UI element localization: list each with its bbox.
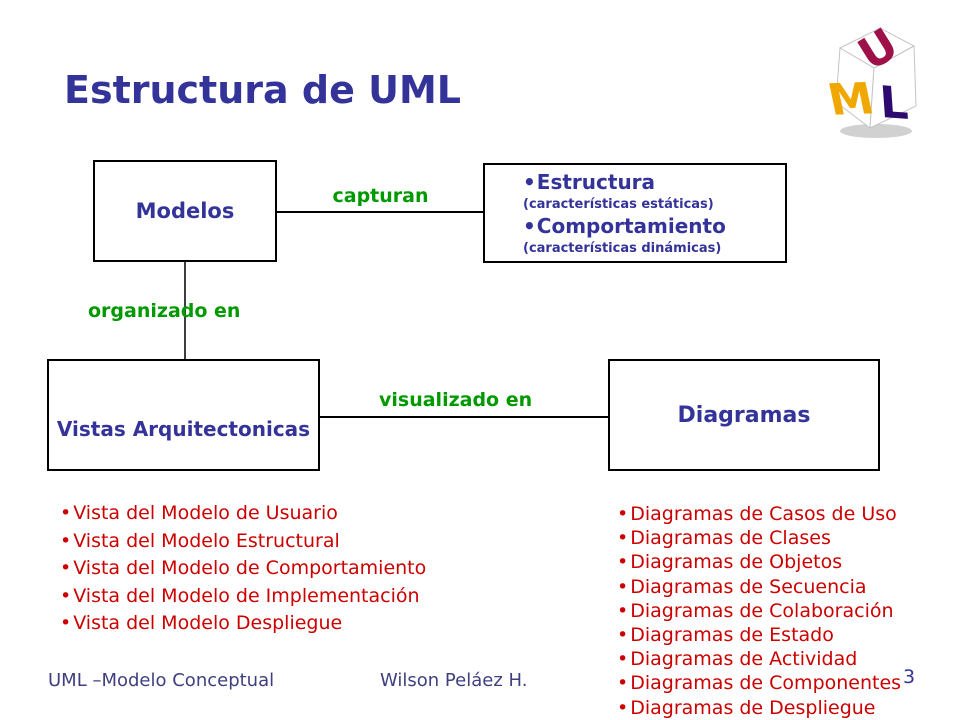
- footer-course-title: UML –Modelo Conceptual: [48, 670, 275, 691]
- list-item: Diagramas de Actividad: [617, 647, 901, 671]
- list-item: Vista del Modelo de Implementación: [60, 583, 426, 611]
- list-item: Diagramas de Secuencia: [617, 575, 901, 599]
- box-modelos: Modelos: [93, 160, 277, 262]
- list-item: Diagramas de Casos de Uso: [617, 502, 901, 526]
- carac-item-note: (características estáticas): [523, 197, 714, 212]
- diagramas-list: Diagramas de Casos de UsoDiagramas de Cl…: [617, 502, 901, 720]
- connector-modelos-caracteristicas: [277, 211, 483, 213]
- carac-item-title: Estructura: [523, 170, 777, 195]
- svg-text:M: M: [824, 74, 879, 125]
- box-modelos-label: Modelos: [135, 199, 235, 223]
- uml-logo: U M L: [816, 14, 926, 140]
- list-item: Diagramas de Objetos: [617, 550, 901, 574]
- list-item: Diagramas de Despliegue: [617, 696, 901, 720]
- carac-item-note: (características dinámicas): [523, 241, 722, 256]
- box-vistas-label: Vistas Arquitectonicas: [56, 417, 311, 441]
- label-visualizado-en: visualizado en: [379, 389, 533, 411]
- list-item: Vista del Modelo de Usuario: [60, 500, 426, 528]
- list-item: Vista del Modelo Estructural: [60, 528, 426, 556]
- connector-vistas-diagramas: [320, 416, 608, 418]
- box-diagramas: Diagramas: [608, 359, 880, 471]
- label-organizado-en: organizado en: [88, 300, 241, 322]
- uml-cube-icon: U M L: [824, 19, 917, 138]
- list-item: Vista del Modelo Despliegue: [60, 610, 426, 638]
- page-title: Estructura de UML: [64, 68, 461, 112]
- svg-text:L: L: [878, 77, 910, 130]
- connector-modelos-vistas: [184, 262, 186, 359]
- list-item: Diagramas de Colaboración: [617, 599, 901, 623]
- box-vistas-arquitectonicas: Vistas Arquitectonicas: [47, 359, 320, 471]
- box-caracteristicas: Estructura (características estáticas) C…: [483, 163, 787, 263]
- label-capturan: capturan: [332, 185, 429, 207]
- list-item: Diagramas de Clases: [617, 526, 901, 550]
- footer-author: Wilson Peláez H.: [380, 670, 528, 691]
- list-item: Diagramas de Componentes: [617, 671, 901, 695]
- page-number: 3: [903, 666, 916, 688]
- vistas-list: Vista del Modelo de UsuarioVista del Mod…: [60, 500, 426, 638]
- box-diagramas-label: Diagramas: [677, 402, 811, 428]
- list-item: Diagramas de Estado: [617, 623, 901, 647]
- list-item: Vista del Modelo de Comportamiento: [60, 555, 426, 583]
- carac-item-title: Comportamiento: [523, 214, 777, 239]
